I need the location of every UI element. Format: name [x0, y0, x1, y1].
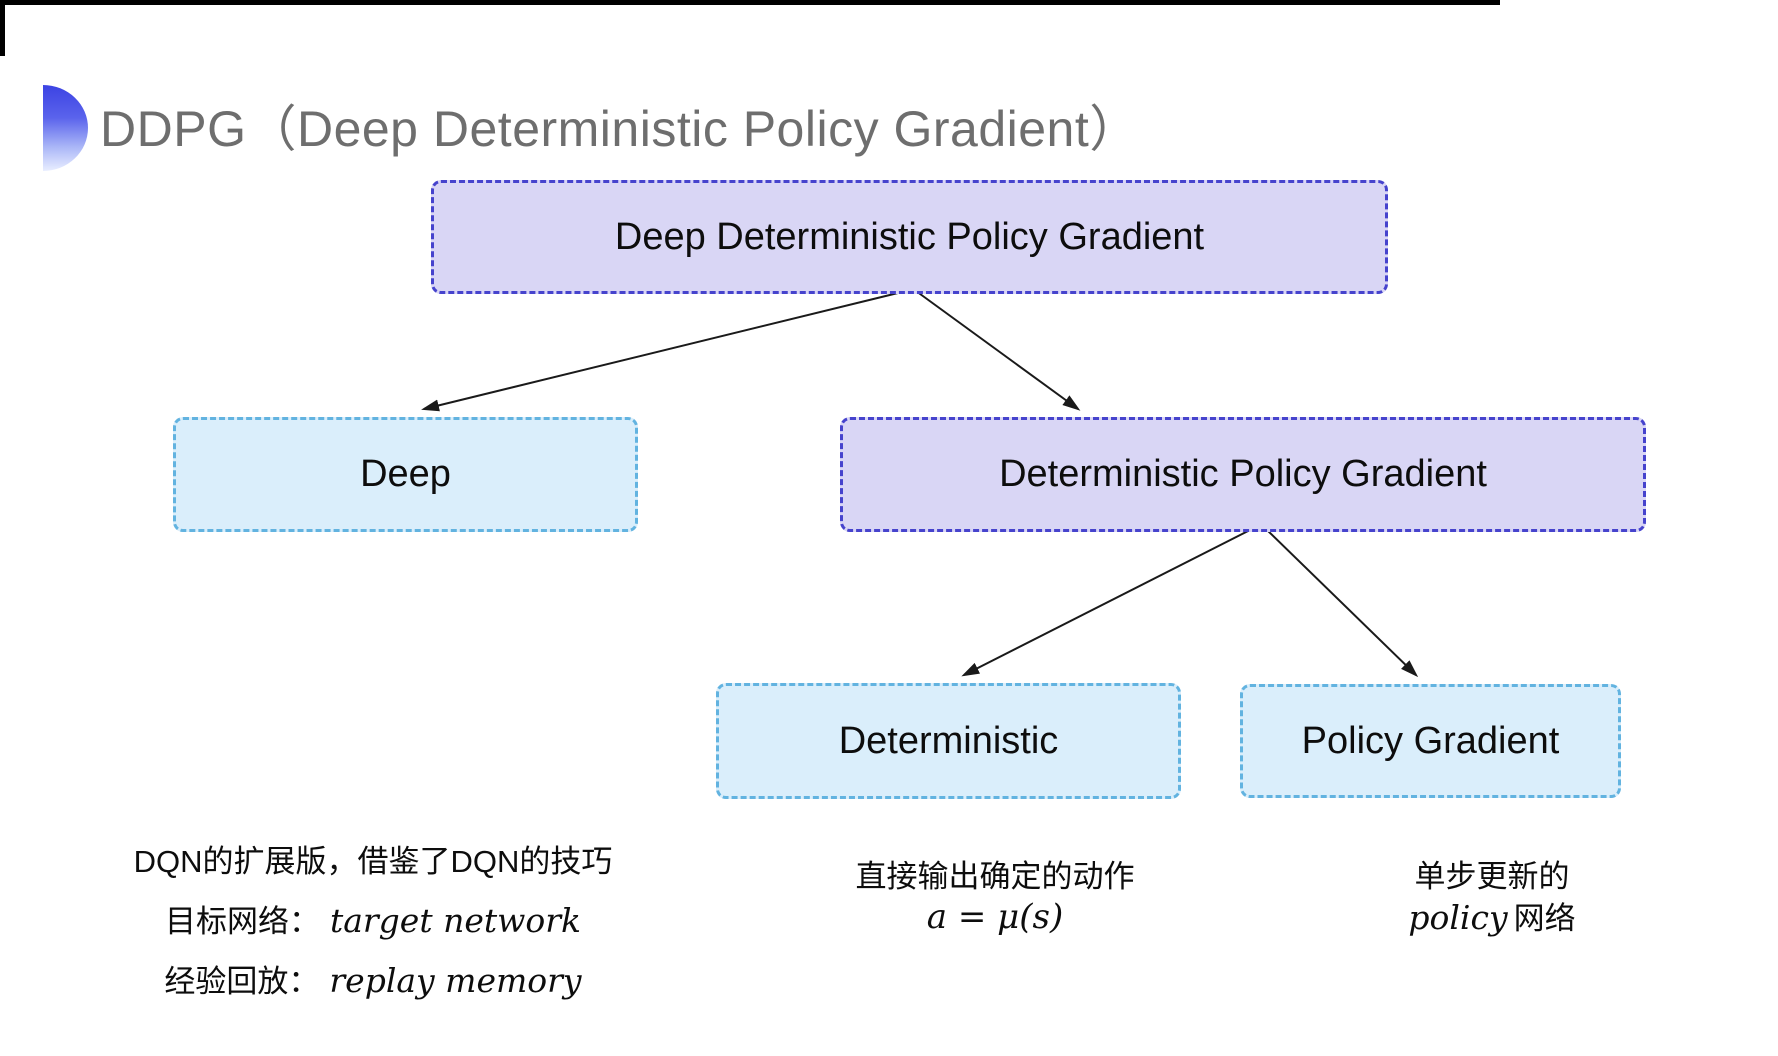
annotation-policy-gradient-line1: 单步更新的: [1414, 859, 1570, 894]
node-deep: Deep: [173, 417, 638, 532]
annotation-deep-line3-cjk: 经验回放：: [164, 964, 320, 999]
arrow-root-to-dpg: [915, 290, 1081, 411]
annotation-deep-line2-cjk: 目标网络：: [164, 904, 320, 939]
node-deterministic: Deterministic: [716, 683, 1181, 799]
annotation-deep-line3: 经验回放： replay memory: [134, 951, 613, 1011]
frame-left-line: [0, 0, 5, 56]
node-deterministic-label: Deterministic: [838, 719, 1059, 762]
arrow-root-to-deep: [421, 290, 907, 412]
node-dpg-label: Deterministic Policy Gradient: [999, 453, 1487, 495]
node-deterministic-policy-gradient: Deterministic Policy Gradient: [840, 417, 1646, 532]
node-policy-gradient: Policy Gradient: [1240, 684, 1621, 798]
frame-top-line: [0, 0, 1500, 5]
node-deep-label: Deep: [360, 453, 451, 495]
annotation-deep-line2: 目标网络： target network: [134, 891, 613, 951]
arrow-dpg-to-policy-gradient: [1265, 528, 1419, 678]
page-title: DDPG（Deep Deterministic Policy Gradient）: [100, 101, 1140, 157]
annotation-deterministic-formula: a = μ(s): [926, 897, 1064, 937]
annotation-deep-line2-term: target network: [329, 901, 582, 940]
annotation-deep-line1: DQN的扩展版，借鉴了DQN的技巧: [133, 844, 613, 879]
annotation-policy-gradient-suffix: 网络: [1513, 901, 1576, 936]
node-root: Deep Deterministic Policy Gradient: [431, 180, 1388, 294]
arrow-dpg-to-deterministic: [961, 528, 1253, 677]
annotation-deterministic-line1: 直接输出确定的动作: [855, 859, 1135, 894]
node-root-label: Deep Deterministic Policy Gradient: [614, 215, 1205, 258]
annotation-policy-gradient-term: policy: [1408, 898, 1508, 937]
annotation-deep: DQN的扩展版，借鉴了DQN的技巧 目标网络： target network 经验…: [134, 832, 613, 1011]
annotation-deep-line3-term: replay memory: [329, 961, 582, 1000]
title-accent-icon: [43, 85, 88, 171]
annotation-deterministic: 直接输出确定的动作 a = μ(s): [856, 856, 1135, 938]
node-policy-gradient-label: Policy Gradient: [1301, 719, 1560, 762]
